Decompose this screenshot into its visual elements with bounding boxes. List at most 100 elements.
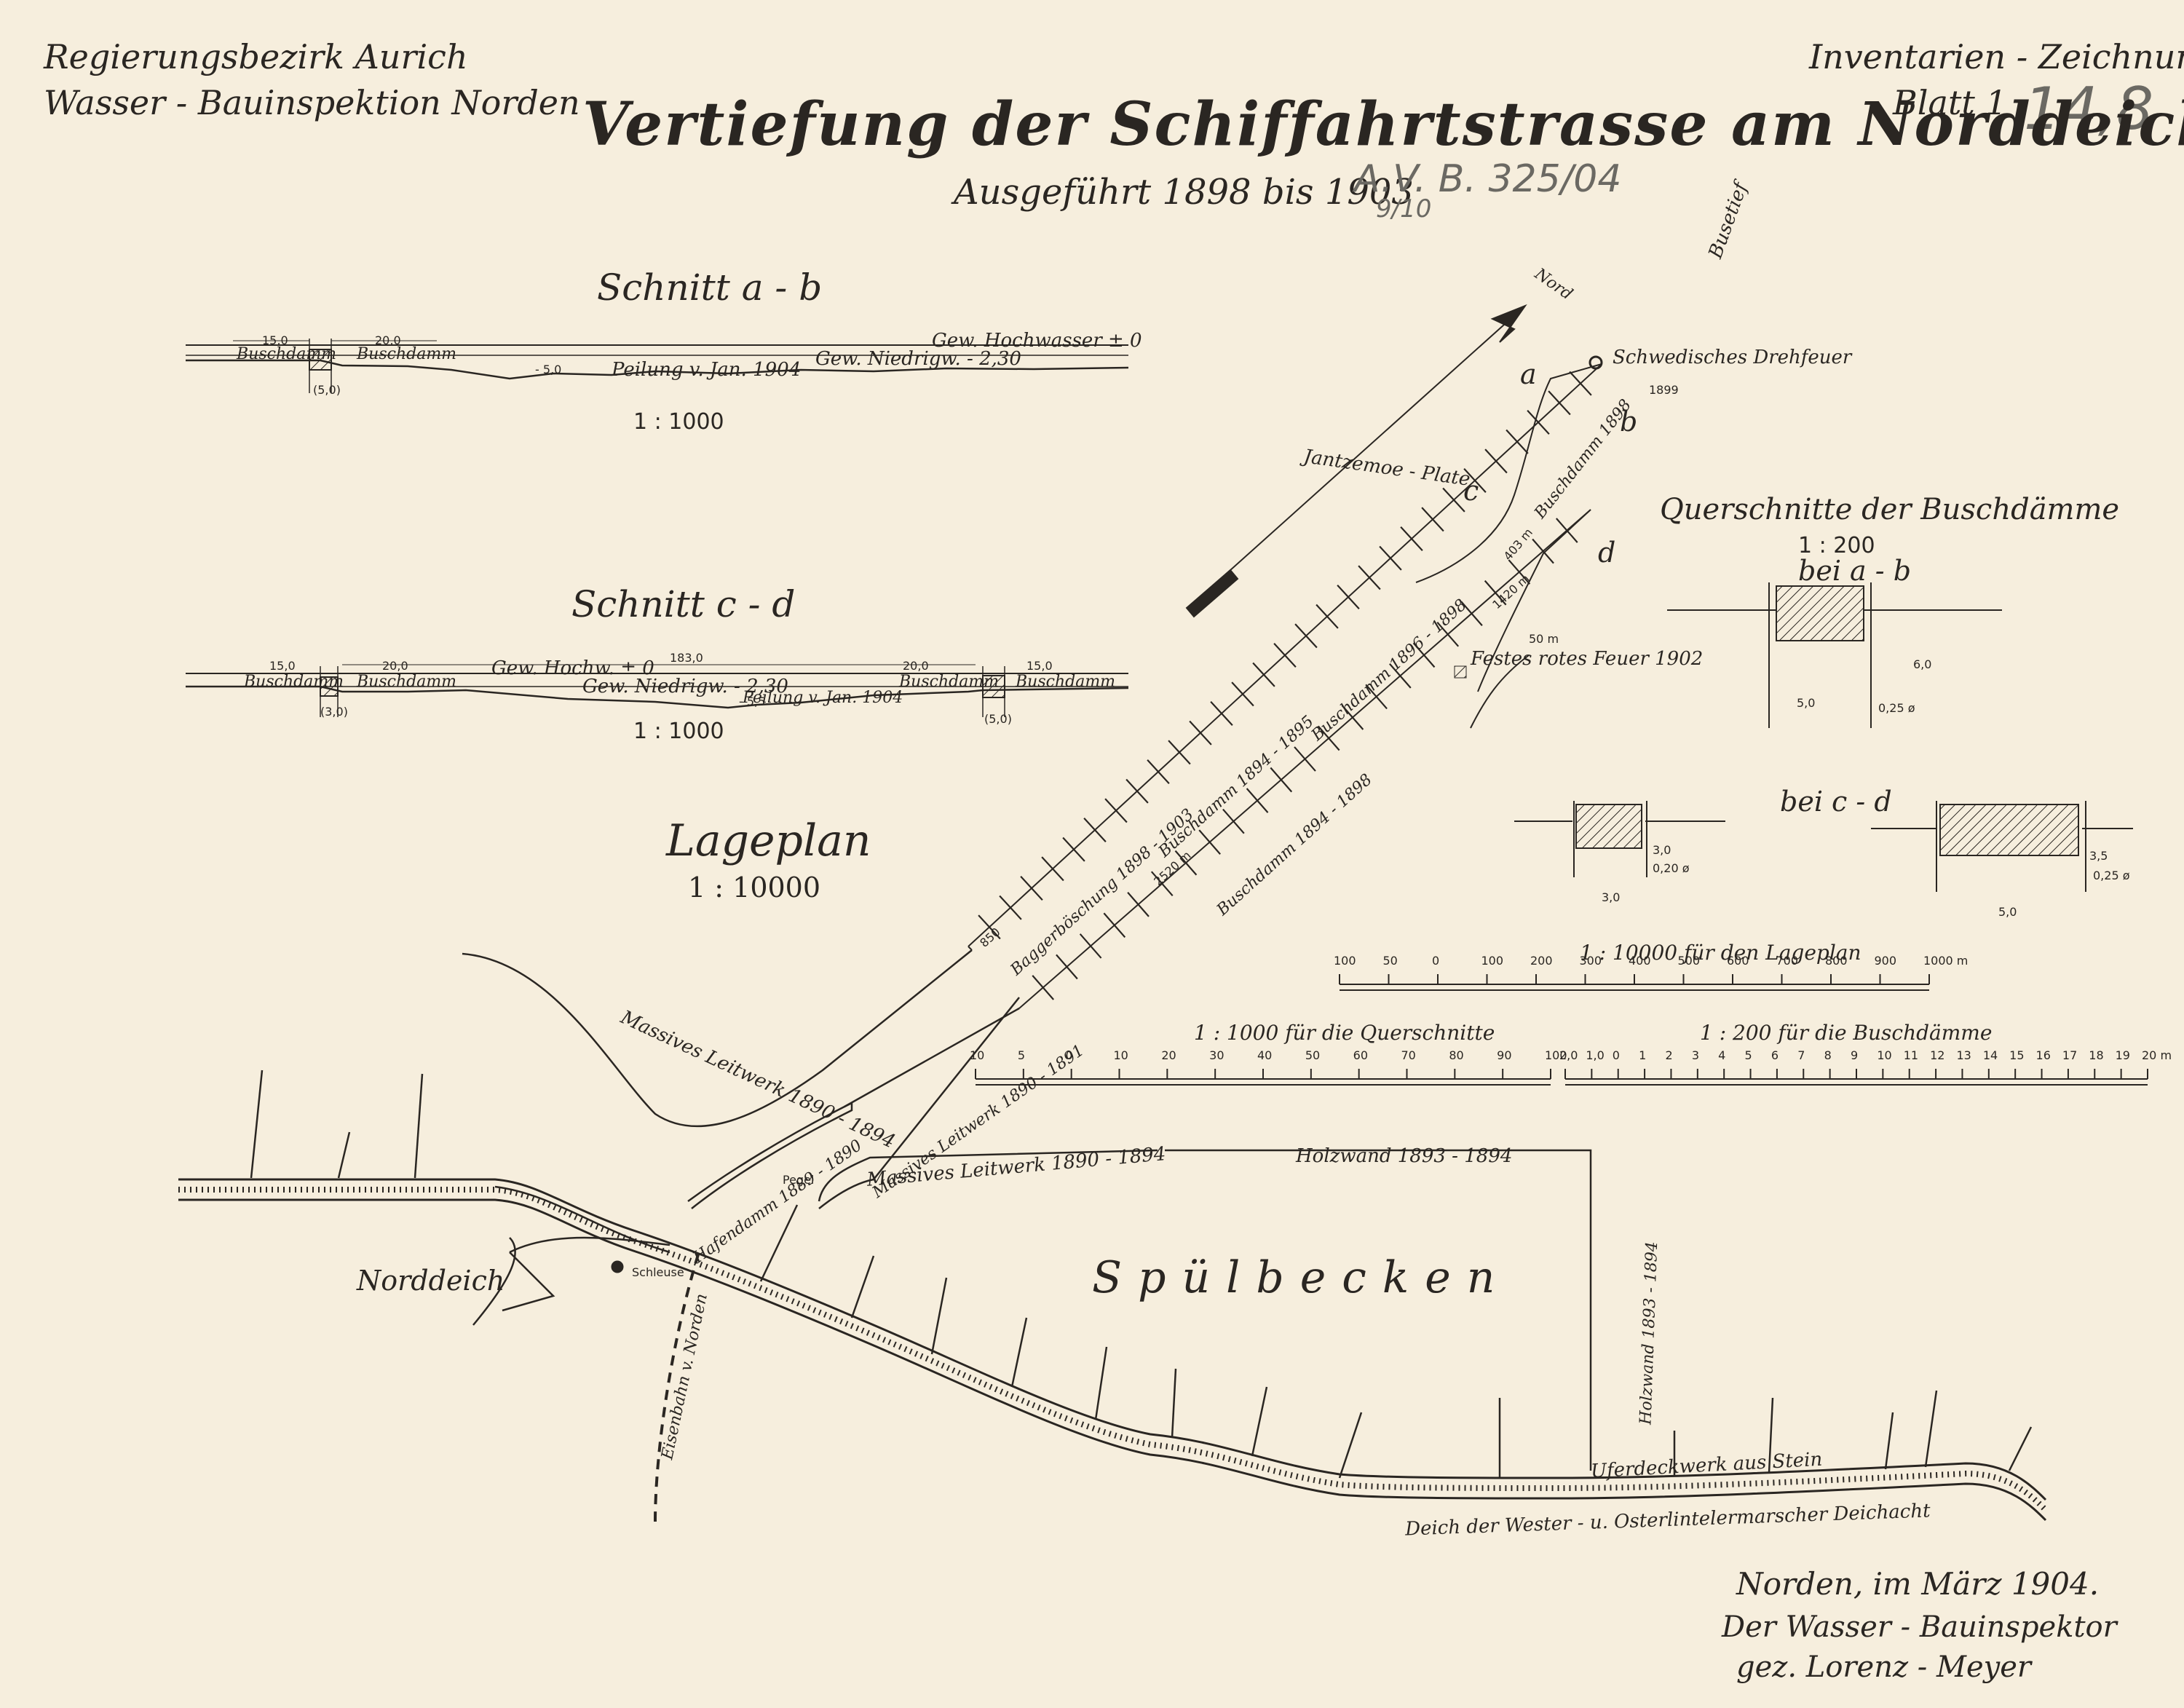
page-title: Vertiefung der Schiffahrtstrasse am Nord… (582, 90, 2184, 159)
jetty-tie (978, 914, 1001, 940)
cd-label: - 5,5 (739, 695, 766, 708)
scale-tick-label: 17 (2062, 1048, 2078, 1062)
scale-tick-label: 10 (1877, 1048, 1892, 1062)
scale-tick-label: 90 (1497, 1048, 1512, 1062)
point-c: c (1463, 475, 1479, 507)
pencil-number: 14,8 (2024, 75, 2154, 143)
railway (611, 1252, 700, 1522)
jetty-tie (1442, 487, 1465, 513)
cd-label: 15,0 (1026, 659, 1053, 673)
jetty-tie (1273, 643, 1297, 668)
scale-tick-label: 15 (2009, 1048, 2025, 1062)
signature-role: Der Wasser - Bauinspektor (1722, 1610, 2117, 1644)
scale-tick-label: 800 (1825, 954, 1848, 968)
scale-tick-label: 3 (1691, 1048, 1699, 1062)
jetty-tie (1083, 818, 1107, 842)
groin (1251, 1386, 1268, 1457)
scale-ticks (975, 974, 2148, 1079)
scale-tick-label: 10 (1113, 1048, 1128, 1062)
cd-label: Buschdamm (244, 673, 344, 691)
scale-tick-label: 80 (1449, 1048, 1464, 1062)
querschnitte-ab: bei a - b (1798, 555, 1912, 587)
groin (1094, 1346, 1108, 1420)
section-ab-title: Schnitt a - b (597, 266, 823, 309)
jetty-tie (1246, 788, 1269, 813)
jetty-tie (1532, 538, 1554, 564)
scale-tick-label: 10 (970, 1048, 985, 1062)
jetty-tie (1358, 565, 1381, 590)
signature-name: gez. Lorenz - Meyer (1736, 1650, 2032, 1684)
jetty-tie (1337, 585, 1360, 609)
qs-dim: 6,0 (1913, 657, 1932, 671)
querschnitte-title: Querschnitte der Buschdämme (1660, 493, 2120, 526)
section-cd-scale: 1 : 1000 (633, 719, 724, 744)
jetty-tie (1150, 871, 1174, 897)
groin (930, 1277, 948, 1355)
dike-coastline (178, 1178, 2048, 1522)
ab-label: (5,0) (313, 383, 341, 397)
scale-tick-label: 2,0 (1559, 1048, 1578, 1062)
scale-tick-label: 100 (1334, 954, 1356, 968)
schleuse-label: Schleuse (632, 1265, 684, 1279)
jetty-tie (1400, 526, 1423, 551)
festes-feuer-marker (1454, 665, 1467, 679)
scale-tick-label: 7 (1797, 1048, 1805, 1062)
jetty-tie (1252, 662, 1275, 687)
spuelbecken-label: Spülbecken (1092, 1252, 1511, 1303)
jetty-tie (1315, 604, 1339, 629)
point-a: a (1520, 358, 1537, 390)
cd-label: Buschdamm (1016, 673, 1116, 691)
scale-tick-label: 9 (1851, 1048, 1859, 1062)
groin (1171, 1368, 1177, 1439)
buschdamm-cross-ties (978, 371, 1592, 1000)
scale-tick-label: 70 (1401, 1048, 1416, 1062)
jetty-tie (1421, 507, 1444, 532)
section-cd-drawing (186, 664, 1129, 717)
leitwerk-lines (462, 949, 1592, 1471)
scale-tick-label: 300 (1579, 954, 1602, 968)
ab-label: Buschdamm (357, 345, 457, 363)
pencil-note: A.V. B. 325/04 (1354, 157, 1622, 201)
ab-label: Peilung v. Jan. 1904 (612, 359, 802, 381)
ab-label: 20,0 (375, 333, 401, 347)
jetty-tie (1506, 429, 1529, 454)
section-ab-drawing (186, 339, 1129, 393)
jetty-tie (1294, 746, 1316, 772)
jetty-tie (1168, 740, 1191, 765)
section-cd-title: Schnitt c - d (571, 583, 796, 625)
cd-label: Buschdamm (357, 673, 457, 691)
scale-tick-label: 30 (1209, 1048, 1224, 1062)
cd-label: Gew. Hochw. ± 0 (491, 657, 654, 679)
qs-dim: 0,20 ø (1653, 861, 1690, 875)
groin (2008, 1426, 2033, 1471)
jetty-tie (1210, 701, 1233, 726)
groin (1884, 1412, 1894, 1470)
norddeich-label: Norddeich (357, 1265, 505, 1297)
ab-label: Buschdamm (237, 345, 337, 363)
drehfeuer-label: Schwedisches Drehfeuer (1613, 347, 1852, 368)
cd-label: Gew. Niedrigw. - 2,30 (582, 676, 788, 697)
jetty-tie (1294, 623, 1318, 649)
festes-feuer-label: Festes rotes Feuer 1902 (1471, 648, 1704, 670)
jetty-tie (1317, 725, 1340, 751)
qs-dim: 0,25 ø (2093, 869, 2130, 882)
scale-buschdaemme-label: 1 : 200 für die Buschdämme (1700, 1021, 1993, 1045)
ab-label: Gew. Hochwasser ± 0 (932, 330, 1142, 352)
signature-place-date: Norden, im März 1904. (1736, 1566, 2100, 1602)
scale-tick-label: 14 (1982, 1048, 1998, 1062)
section-ab-scale: 1 : 1000 (633, 409, 724, 435)
pegel-label: Pegel (783, 1173, 815, 1187)
jetty-tie (1508, 559, 1531, 585)
scale-tick-label: 13 (1956, 1048, 1971, 1062)
qs-dim: 3,0 (1653, 843, 1671, 857)
jetty-tie (1020, 876, 1043, 901)
scale-tick-label: 11 (1903, 1048, 1919, 1062)
jetty-tie (1041, 856, 1064, 882)
groin (850, 1255, 875, 1318)
header-inspection: Wasser - Bauinspektion Norden (44, 83, 580, 122)
groin (1768, 1397, 1774, 1474)
groin (337, 1131, 351, 1179)
jetty-tie (1436, 621, 1460, 647)
cd-label: 15,0 (269, 659, 296, 673)
